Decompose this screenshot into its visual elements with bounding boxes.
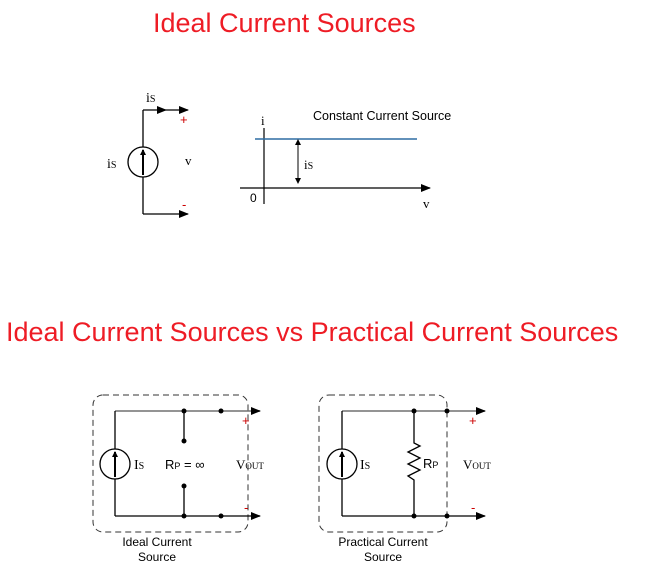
source-label: IS: [134, 458, 144, 473]
current-label: iS: [146, 91, 155, 106]
caption-line-2: Source: [364, 550, 402, 564]
plus-sign: +: [180, 112, 188, 127]
caption-line-2: Source: [138, 550, 176, 564]
practical-circuit: IS RP VOUT + - Practical Current Source: [318, 394, 491, 564]
ideal-boundary-box: [92, 394, 249, 533]
origin-label: 0: [250, 191, 257, 205]
resistor-label: RP = ∞: [165, 457, 205, 472]
node-dot: [181, 483, 187, 489]
iv-graph: Constant Current Source i v 0 iS: [240, 109, 451, 211]
output-label: VOUT: [463, 457, 491, 472]
y-axis-label: i: [261, 113, 265, 128]
current-source-icon: [326, 448, 358, 480]
source-label: iS: [107, 157, 116, 172]
page-title: Ideal Current Sources: [153, 8, 416, 38]
plus-sign: +: [469, 413, 477, 428]
minus-sign: -: [244, 500, 248, 515]
ideal-source-symbol: iS iS v + -: [107, 91, 192, 218]
node-dot: [181, 408, 187, 414]
x-axis-label: v: [423, 196, 430, 211]
node-dot: [444, 408, 450, 414]
source-label: IS: [360, 458, 370, 473]
resistor-icon: [406, 411, 422, 516]
caption-line-1: Practical Current: [338, 535, 428, 549]
node-dot: [218, 408, 224, 414]
caption-line-1: Ideal Current: [122, 535, 192, 549]
current-source-icon: [99, 448, 131, 480]
node-dot: [411, 513, 417, 519]
voltage-label: v: [185, 153, 192, 168]
minus-sign: -: [182, 197, 186, 212]
minus-sign: -: [471, 500, 475, 515]
node-dot: [444, 513, 450, 519]
node-dot: [181, 438, 187, 444]
node-dot: [218, 513, 224, 519]
node-dot: [181, 513, 187, 519]
node-dot: [411, 408, 417, 414]
ideal-circuit: IS RP = ∞ VOUT + - Ideal Current Source: [92, 394, 264, 564]
graph-title: Constant Current Source: [313, 109, 451, 123]
level-label: iS: [304, 157, 313, 172]
plus-sign: +: [242, 413, 250, 428]
comparison-title: Ideal Current Sources vs Practical Curre…: [6, 317, 619, 347]
output-label: VOUT: [236, 457, 264, 472]
resistor-label: RP: [423, 456, 438, 471]
practical-boundary-box: [318, 394, 448, 533]
